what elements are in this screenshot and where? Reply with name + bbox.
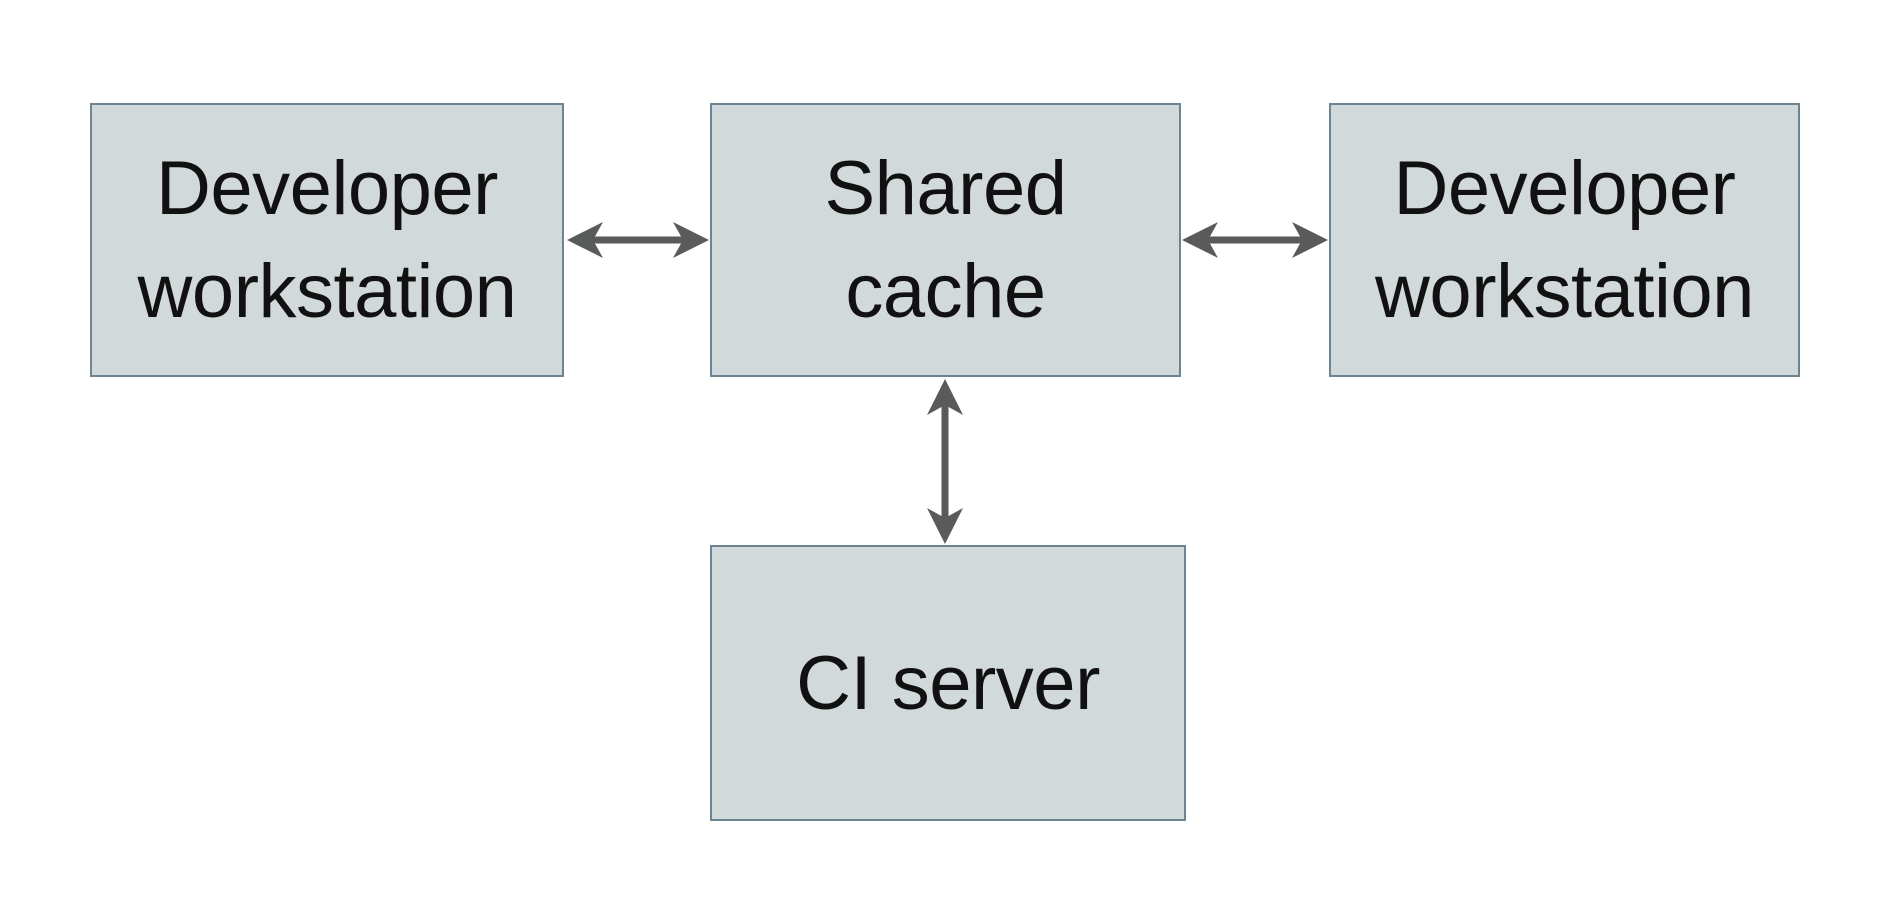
node-developer-workstation-left: Developer workstation [90,103,564,377]
node-label-line: workstation [137,249,517,334]
node-label-line: Developer [1393,146,1736,231]
node-label-line: CI server [796,640,1100,726]
edge-cache-devright-bidirectional-arrow [1181,218,1329,262]
double-arrow-horizontal-icon [1182,222,1328,258]
double-arrow-horizontal-icon [567,222,709,258]
node-label-line: cache [845,249,1046,334]
node-label-line: Shared [824,146,1067,231]
double-arrow-vertical-icon [927,379,963,544]
node-label-line: Developer [156,146,498,231]
edge-devleft-cache-bidirectional-arrow [566,218,710,262]
node-shared-cache: Shared cache [710,103,1181,377]
edge-cache-ciserver-bidirectional-arrow [923,378,967,545]
node-label-line: workstation [1375,249,1754,334]
node-ci-server: CI server [710,545,1186,821]
node-developer-workstation-right: Developer workstation [1329,103,1800,377]
